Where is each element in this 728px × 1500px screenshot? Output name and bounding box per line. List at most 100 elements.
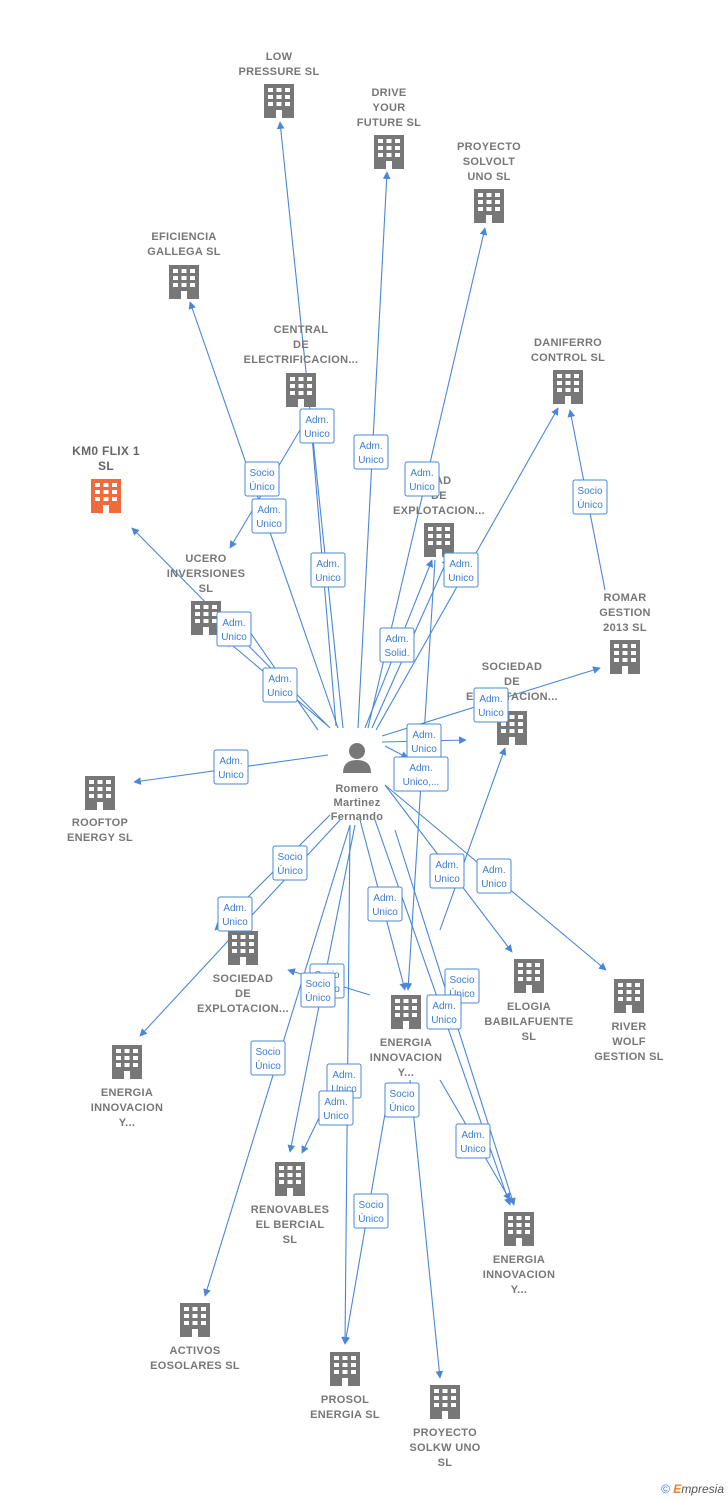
company-label-line: ROOFTOP — [72, 817, 128, 829]
badge-box — [384, 1082, 420, 1118]
badge-text: Socio — [358, 1200, 383, 1211]
badge-text: Adm. — [479, 694, 502, 705]
relation-badge[interactable]: Adm.Unico — [216, 611, 252, 647]
badge-text: Unico — [372, 907, 398, 918]
relation-badge[interactable]: Adm.Unico — [217, 896, 253, 932]
company-label-line: DRIVE — [371, 87, 406, 99]
company-node-km0[interactable]: KM0 FLIX 1SL — [72, 444, 140, 513]
company-node-energia3[interactable]: ENERGIAINNOVACIONY... — [483, 1212, 555, 1296]
company-node-central[interactable]: CENTRALDEELECTRIFICACION... — [244, 324, 359, 407]
relation-badge[interactable]: Adm.Unico — [406, 723, 442, 759]
edge-23 — [439, 747, 507, 931]
company-node-sociedad3[interactable]: SOCIEDADDEEXPLOTACION... — [197, 931, 289, 1015]
company-label-line: EXPLOTACION... — [197, 1003, 289, 1015]
company-label-line: SL — [98, 459, 114, 473]
relation-badge[interactable]: Adm.Unico — [213, 749, 249, 785]
relation-badge[interactable]: Adm.Unico — [310, 552, 346, 588]
edge-29 — [409, 1079, 444, 1379]
badge-box — [429, 853, 465, 889]
company-label-line: INNOVACION — [91, 1102, 163, 1114]
badge-box — [426, 994, 462, 1030]
company-label-line: GALLEGA SL — [147, 246, 220, 258]
relation-badge[interactable]: Adm.Unico — [476, 858, 512, 894]
relation-badge[interactable]: Adm. Unico — [426, 994, 462, 1030]
badge-text: Único — [577, 498, 603, 511]
brand-rest: mpresia — [681, 1482, 724, 1496]
badge-text: Unico — [431, 1015, 457, 1026]
relation-badge[interactable]: Adm.Unico — [443, 552, 479, 588]
company-label-line: SL — [438, 1457, 453, 1469]
company-label-line: KM0 FLIX 1 — [72, 444, 140, 458]
building-icon — [514, 959, 544, 993]
company-node-energia1[interactable]: ENERGIAINNOVACIONY... — [370, 995, 442, 1079]
badge-text: Unico — [304, 429, 330, 440]
badge-box — [217, 896, 253, 932]
relation-badge[interactable]: Adm.Unico — [299, 408, 335, 444]
badge-box — [318, 1090, 354, 1126]
badge-text: Adm. — [222, 618, 245, 629]
badge-text: Único — [305, 991, 331, 1004]
building-icon — [169, 265, 199, 299]
badge-box — [272, 845, 308, 881]
person-label-line-1: Romero — [335, 783, 378, 795]
relation-badge[interactable]: Adm. Unico — [262, 667, 298, 703]
relation-badge[interactable]: Adm.Unico — [404, 461, 440, 497]
badge-text: Adm. — [432, 1001, 455, 1012]
badge-text: Único — [358, 1212, 384, 1225]
company-label-line: LOW — [266, 51, 293, 63]
badge-box — [572, 479, 608, 515]
badge-box — [393, 756, 449, 792]
badge-text: Adm. — [268, 674, 291, 685]
brand-logo[interactable]: Empresia — [673, 1482, 724, 1496]
building-icon — [553, 370, 583, 404]
company-label-line: PROYECTO — [413, 1427, 477, 1439]
relation-badge[interactable]: Adm.Unico — [455, 1123, 491, 1159]
badge-box — [404, 461, 440, 497]
relation-badge[interactable]: Adm.Unico — [251, 498, 287, 534]
relation-badge[interactable]: Adm. Unico,... — [393, 756, 449, 792]
badge-box — [455, 1123, 491, 1159]
relation-badge[interactable]: Adm.Unico — [429, 853, 465, 889]
badge-text: Adm. — [461, 1130, 484, 1141]
badge-text: Unico,... — [403, 777, 440, 788]
relation-badge[interactable]: Adm.Unico — [367, 886, 403, 922]
company-label-line: SOCIEDAD — [482, 661, 542, 673]
company-node-energia2[interactable]: ENERGIAINNOVACIONY... — [91, 1045, 163, 1129]
relation-badge[interactable]: Adm.Unico — [353, 434, 389, 470]
building-icon — [474, 189, 504, 223]
badge-text: Adm. — [409, 763, 432, 774]
relation-badge[interactable]: Adm.Solid. — [379, 627, 415, 663]
badge-text: Socio — [577, 486, 602, 497]
relation-badge[interactable]: Adm.Unico — [473, 687, 509, 723]
company-label-line: EOSOLARES SL — [150, 1360, 240, 1372]
person-node[interactable]: Romero Martinez Fernando — [331, 743, 384, 823]
badge-box — [244, 461, 280, 497]
company-label-line: UCERO — [185, 553, 226, 565]
relation-badge[interactable]: Adm.Unico — [318, 1090, 354, 1126]
company-label-line: DE — [293, 339, 309, 351]
company-label-line: ELOGIA — [507, 1001, 551, 1013]
badge-text: Unico — [267, 688, 293, 699]
